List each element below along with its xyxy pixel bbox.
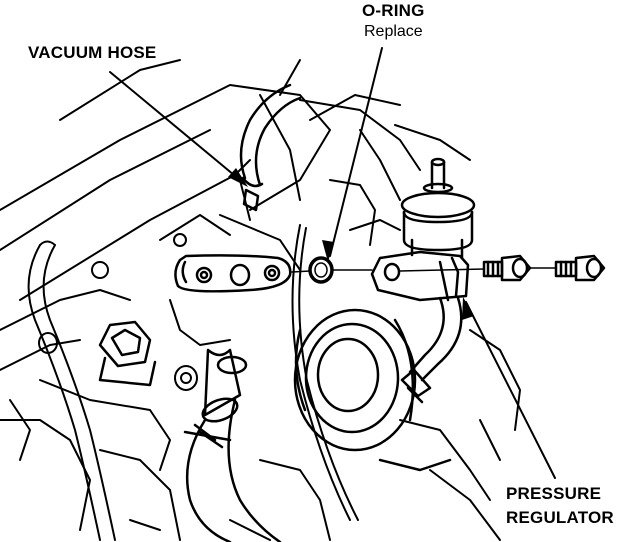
leader-arrowheads xyxy=(228,168,474,320)
mounting-bolts xyxy=(482,254,606,282)
fuel-hose xyxy=(183,348,282,542)
bolt-small xyxy=(38,233,198,391)
hex-nut-left xyxy=(98,320,157,387)
left-tube xyxy=(27,240,116,541)
o-ring xyxy=(308,256,334,284)
leader-lines xyxy=(109,47,556,479)
engine-background xyxy=(0,59,521,541)
pressure-regulator xyxy=(370,157,476,404)
vacuum-hose xyxy=(239,83,302,212)
pressure-regulator-label-line1: PRESSURE xyxy=(506,484,602,503)
mounting-bracket xyxy=(174,254,292,293)
throttle-body xyxy=(293,308,452,472)
o-ring-note: Replace xyxy=(364,23,423,40)
vacuum-hose-label: VACUUM HOSE xyxy=(28,43,157,62)
pressure-regulator-label-line2: REGULATOR xyxy=(506,508,614,527)
o-ring-label: O-RING xyxy=(362,1,425,20)
thin-cable xyxy=(291,224,359,521)
